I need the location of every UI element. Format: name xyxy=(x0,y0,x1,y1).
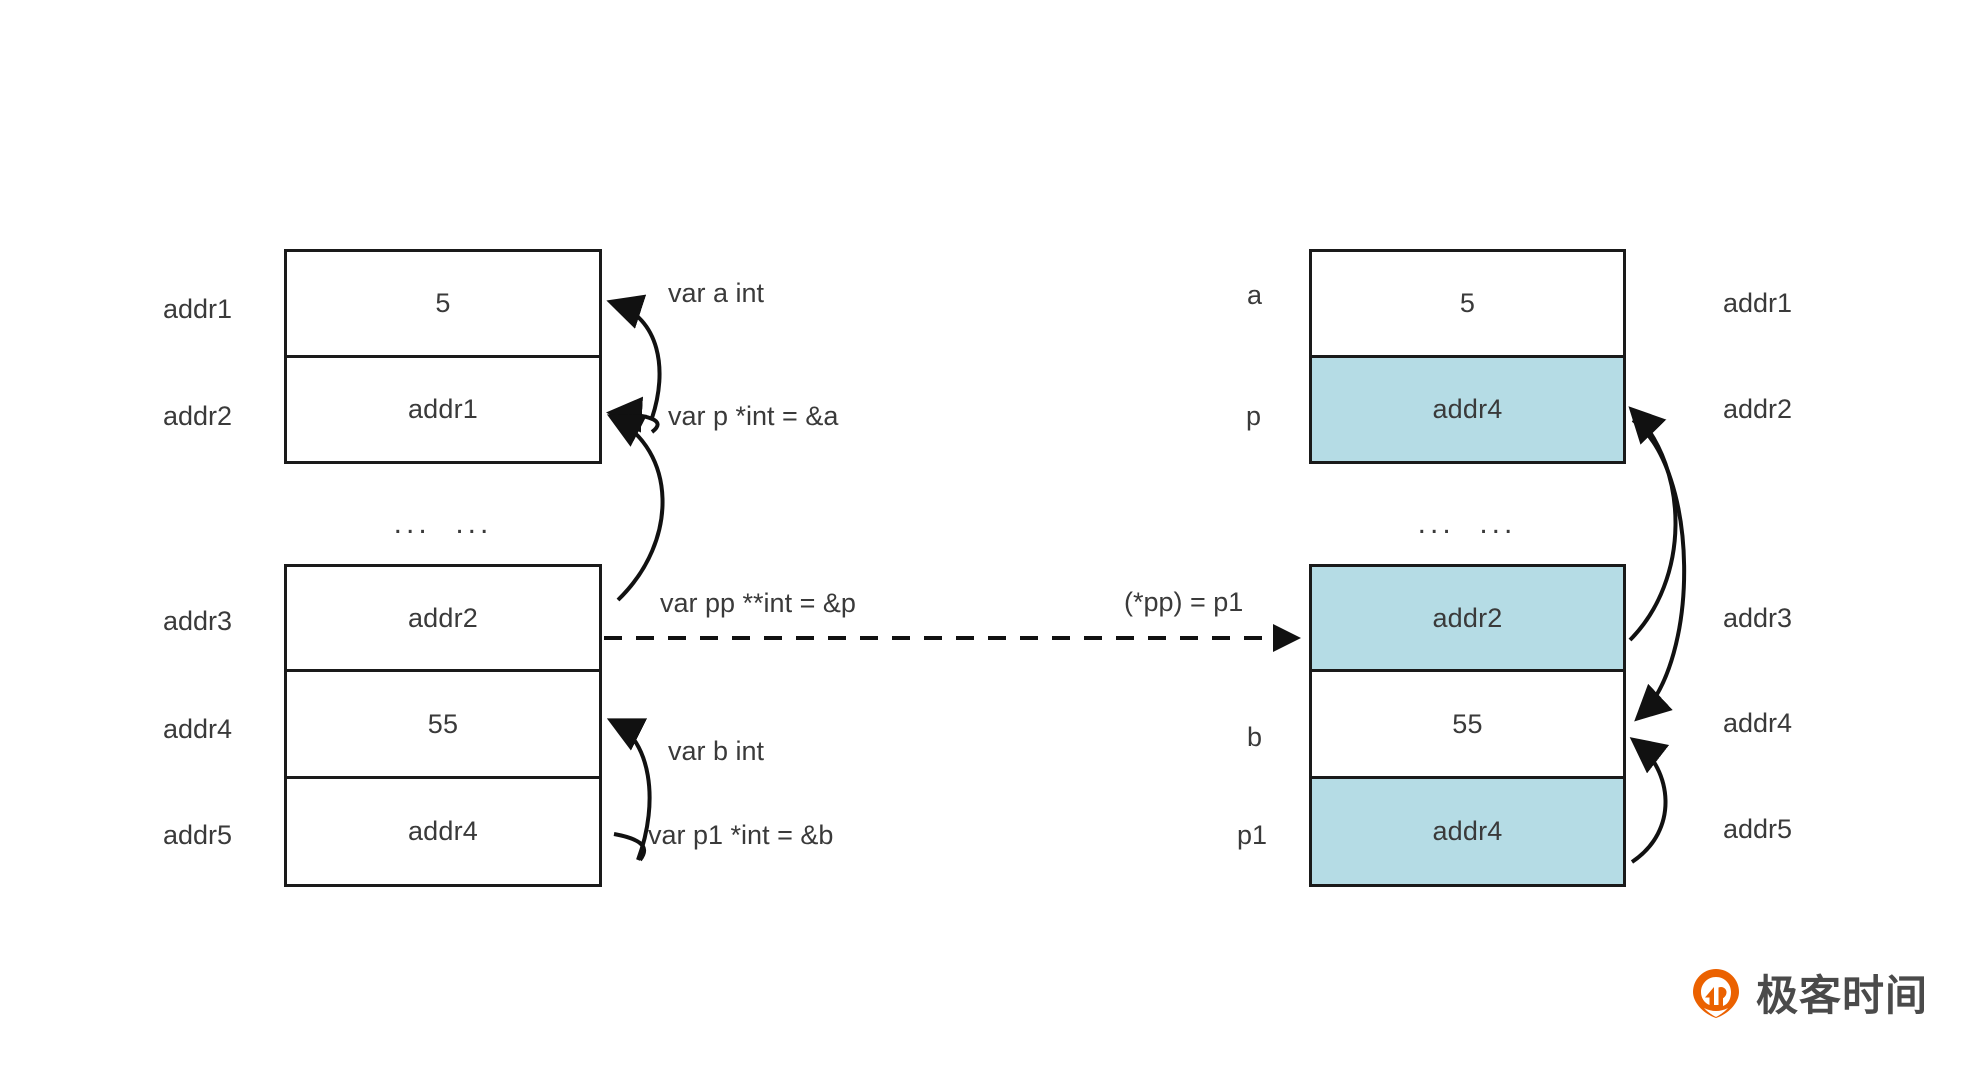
brand-wordmark: 极客时间 xyxy=(1756,971,1929,1020)
left-annotation-var-p: var p *int = &a xyxy=(668,401,839,431)
right-variable-label-p1: p1 xyxy=(1237,820,1268,850)
right-cell-addr1: 5 xyxy=(1309,249,1626,358)
right-cell-addr1-value: 5 xyxy=(1459,288,1476,318)
right-address-label-addr4: addr4 xyxy=(1723,708,1793,738)
right-ellipsis: ... ... xyxy=(1417,507,1517,540)
transition-label: (*pp) = p1 xyxy=(1124,587,1244,617)
right-cell-addr2: addr4 xyxy=(1309,358,1626,464)
left-address-label-addr4: addr4 xyxy=(163,714,233,744)
left-address-label-addr5: addr5 xyxy=(163,820,233,850)
left-annotation-var-b: var b int xyxy=(668,736,765,766)
left-cell-addr2-value: addr1 xyxy=(407,394,479,424)
right-cell-addr2-value: addr4 xyxy=(1432,394,1503,424)
right-variable-label-a: a xyxy=(1247,280,1263,310)
left-address-label-addr1: addr1 xyxy=(163,294,233,324)
left-cell-addr5: addr4 xyxy=(284,779,602,887)
geektime-mark-icon xyxy=(1690,967,1742,1019)
left-address-label-addr2: addr2 xyxy=(163,401,233,431)
brand-logo: 极客时间 xyxy=(1690,962,1928,1023)
left-annotation-var-p1: var p1 *int = &b xyxy=(648,820,834,850)
right-address-label-addr5: addr5 xyxy=(1723,814,1793,844)
left-cell-addr1-value: 5 xyxy=(435,288,451,318)
right-cell-addr5: addr4 xyxy=(1309,779,1626,887)
left-ellipsis: ... ... xyxy=(393,507,493,540)
left-cell-addr4: 55 xyxy=(284,672,602,779)
right-address-label-addr1: addr1 xyxy=(1723,288,1793,318)
right-cell-addr5-value: addr4 xyxy=(1432,816,1503,846)
left-cell-addr2: addr1 xyxy=(284,358,602,464)
right-address-label-addr2: addr2 xyxy=(1723,394,1793,424)
right-cell-addr3-value: addr2 xyxy=(1432,602,1503,633)
left-cell-addr3-value: addr2 xyxy=(407,602,479,633)
left-cell-addr1: 5 xyxy=(284,249,602,358)
right-cell-addr4-value: 55 xyxy=(1452,708,1483,739)
right-cell-addr4: 55 xyxy=(1309,672,1626,779)
right-cell-addr3: addr2 xyxy=(1309,564,1626,672)
left-annotation-var-a: var a int xyxy=(668,278,765,308)
left-cell-addr4-value: 55 xyxy=(427,708,459,739)
left-cell-addr5-value: addr4 xyxy=(407,816,479,846)
left-annotation-var-pp: var pp **int = &p xyxy=(660,588,856,618)
left-address-label-addr3: addr3 xyxy=(163,606,233,636)
right-variable-label-p: p xyxy=(1246,401,1262,431)
left-cell-addr3: addr2 xyxy=(284,564,602,672)
right-address-label-addr3: addr3 xyxy=(1723,603,1793,633)
right-variable-label-b: b xyxy=(1247,722,1263,752)
